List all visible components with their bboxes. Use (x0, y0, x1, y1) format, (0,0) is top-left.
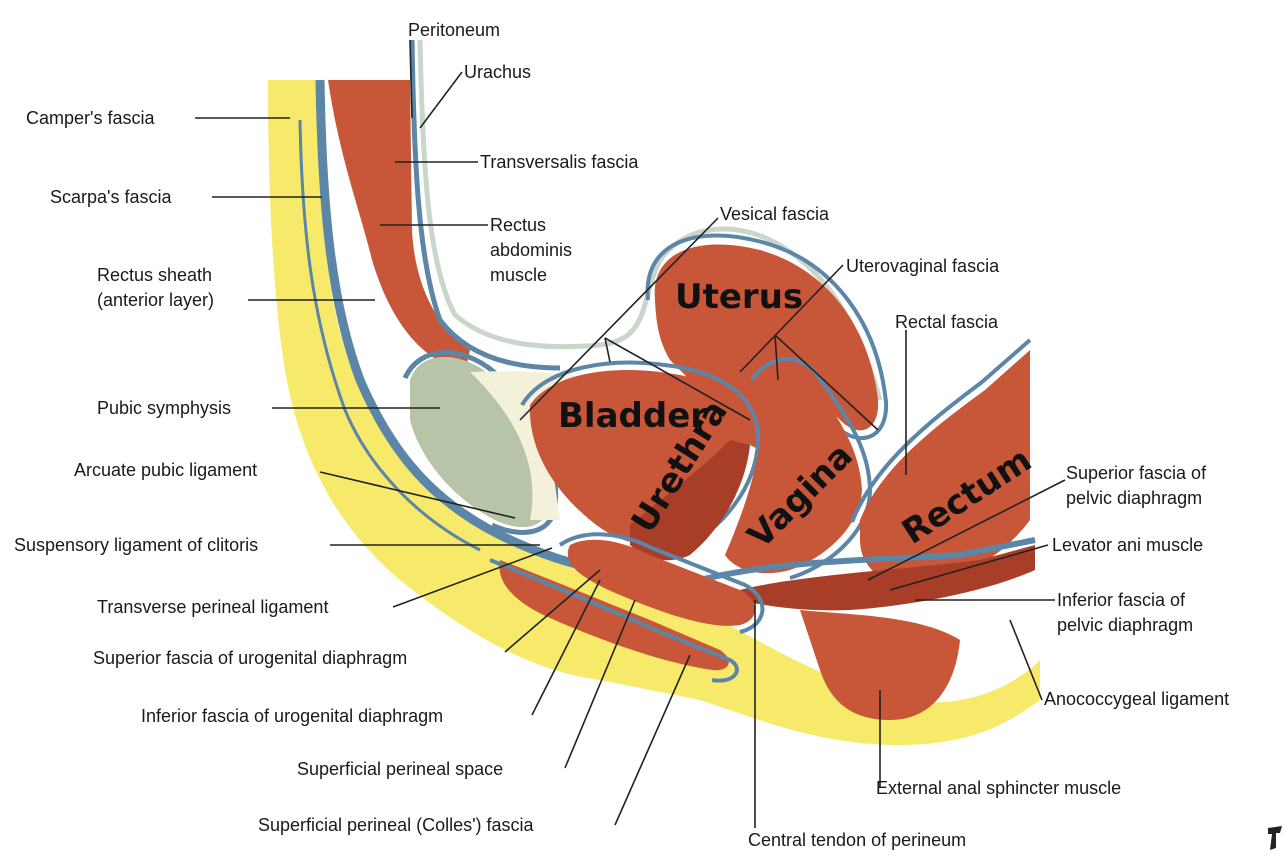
label-rectus-sheath-2: (anterior layer) (97, 290, 214, 310)
label-rectus-abdominis-2: abdominis (490, 240, 572, 260)
label-external-anal-sphincter: External anal sphincter muscle (876, 778, 1121, 798)
label-central-tendon: Central tendon of perineum (748, 830, 966, 850)
label-rectus-abdominis-3: muscle (490, 265, 547, 285)
label-superior-fascia-pelvic-1: Superior fascia of (1066, 463, 1207, 483)
label-uterovaginal-fascia: Uterovaginal fascia (846, 256, 1000, 276)
label-rectus-abdominis-1: Rectus (490, 215, 546, 235)
label-campers-fascia: Camper's fascia (26, 108, 155, 128)
label-peritoneum: Peritoneum (408, 20, 500, 40)
label-superior-fascia-urogenital: Superior fascia of urogenital diaphragm (93, 648, 407, 668)
label-urachus: Urachus (464, 62, 531, 82)
label-anococcygeal: Anococcygeal ligament (1044, 689, 1229, 709)
label-transverse-perineal: Transverse perineal ligament (97, 597, 328, 617)
corner-mark-icon (1268, 826, 1282, 850)
label-suspensory-ligament: Suspensory ligament of clitoris (14, 535, 258, 555)
label-uterus: Uterus (675, 277, 803, 317)
label-superior-fascia-pelvic-2: pelvic diaphragm (1066, 488, 1202, 508)
label-transversalis-fascia: Transversalis fascia (480, 152, 639, 172)
label-scarpas-fascia: Scarpa's fascia (50, 187, 172, 207)
label-levator-ani: Levator ani muscle (1052, 535, 1203, 555)
label-superficial-perineal-space: Superficial perineal space (297, 759, 503, 779)
leader-urachus (420, 72, 462, 128)
label-arcuate-pubic-ligament: Arcuate pubic ligament (74, 460, 257, 480)
label-pubic-symphysis: Pubic symphysis (97, 398, 231, 418)
label-rectal-fascia: Rectal fascia (895, 312, 999, 332)
label-colles-fascia: Superficial perineal (Colles') fascia (258, 815, 535, 835)
label-inferior-fascia-pelvic-1: Inferior fascia of (1057, 590, 1186, 610)
label-rectus-sheath-1: Rectus sheath (97, 265, 212, 285)
label-vesical-fascia: Vesical fascia (720, 204, 830, 224)
anatomy (268, 40, 1040, 745)
label-inferior-fascia-urogenital: Inferior fascia of urogenital diaphragm (141, 706, 443, 726)
label-inferior-fascia-pelvic-2: pelvic diaphragm (1057, 615, 1193, 635)
